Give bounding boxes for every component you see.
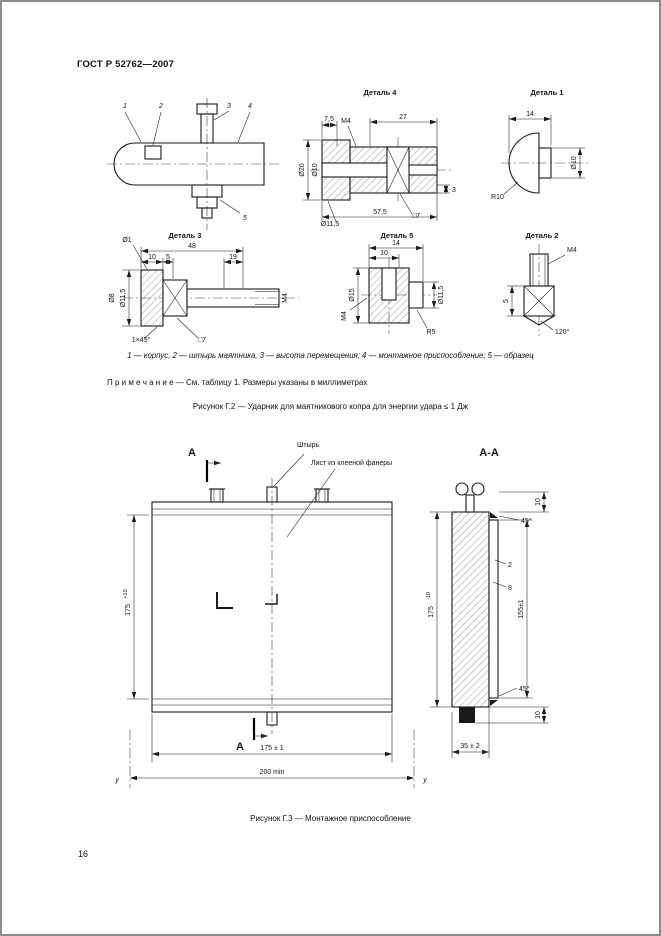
dim-m4: M4 [282, 293, 289, 303]
detail2-title: Деталь 2 [526, 231, 559, 240]
dim-7-5: 7,5 [324, 116, 334, 123]
dim-10: 10 [148, 254, 156, 261]
dim-14: 14 [392, 240, 400, 247]
detail1-geometry [501, 132, 589, 194]
callout-5: 5 [243, 215, 247, 222]
dim-3: 3 [452, 187, 456, 194]
dim-r10: R10 [491, 194, 504, 201]
figure-g3-drawing: Штырь Лист из клееной фанеры А А 175 +10… [114, 442, 549, 788]
dim-dia15: Ø15 [349, 288, 356, 301]
detail2-drawing: Деталь 2 M4 5 120° [503, 231, 577, 336]
figure-g2-legend: 1 — корпус, 2 — штырь маятника, 3 — высо… [127, 351, 534, 360]
assembly-drawing: 1 2 3 4 5 [107, 98, 279, 230]
callout-4: 4 [248, 103, 252, 110]
dim-dia1: Ø1 [122, 237, 131, 244]
dim-27: 27 [399, 114, 407, 121]
dim-35: 35 ± 2 [460, 743, 480, 750]
pin-label: Штырь [297, 442, 320, 449]
detail4-dimensions: 7,5 M4 27 Ø20 Ø10 Ø11,5 □7 3 57,5 [299, 114, 456, 228]
dim-175-section-tol: -10 [426, 592, 432, 600]
dim-dia11-5: Ø11,5 [321, 221, 340, 228]
dim-175-main-tol: +10 [123, 589, 129, 598]
dim-57-5: 57,5 [373, 209, 387, 216]
detail5-title: Деталь 5 [381, 231, 414, 240]
note-text: П р и м е ч а н и е — См. таблицу 1. Раз… [107, 378, 368, 387]
detail5-drawing: Деталь 5 14 10 Ø15 Ø11,5 M4 R5 [341, 231, 445, 336]
dim-dia10: Ø10 [312, 163, 319, 176]
detail5-dimensions: 14 10 Ø15 Ø11,5 M4 R5 [341, 240, 445, 336]
dim-dia8: Ø8 [109, 293, 116, 302]
dim-48: 48 [188, 243, 196, 250]
dim-dia10: Ø10 [571, 156, 578, 169]
mounting-fixture-front-view [151, 478, 393, 734]
detail1-drawing: Деталь 1 14 Ø10 R10 [491, 88, 589, 201]
figure-g3-caption: Рисунок Г.3 — Монтажное приспособление [250, 814, 411, 823]
dim-45-top: 45° [521, 517, 532, 525]
dim-m4: M4 [341, 118, 351, 125]
dim-155: 155±1 [518, 599, 525, 619]
dim-10: 10 [380, 250, 388, 257]
front-view-dimensions: 175 +10 175 ± 1 200 min у у [114, 514, 427, 788]
dim-dia20: Ø20 [299, 163, 306, 176]
detail3-drawing: Деталь 3 48 10 5 19 Ø1 [109, 231, 299, 344]
detail1-dimensions: 14 Ø10 R10 [491, 111, 585, 201]
detail3-title: Деталь 3 [169, 231, 202, 240]
dim-19: 19 [229, 254, 237, 261]
dim-dia11-5: Ø11,5 [438, 286, 445, 305]
detail4-title: Деталь 4 [364, 88, 398, 97]
dim-14: 14 [526, 111, 534, 118]
section-letter-bottom: А [236, 741, 244, 753]
dim-175-pm1: 175 ± 1 [260, 745, 283, 752]
dim-8: 8 [508, 585, 512, 592]
dim-200-min: 200 min [260, 769, 285, 776]
dim-r5: R5 [427, 329, 436, 336]
section-a-a-view: А-А [451, 447, 499, 723]
detail5-geometry [361, 258, 437, 334]
dim-45-bottom: 45° [519, 685, 530, 693]
callout-1: 1 [123, 103, 127, 110]
detail3-geometry [123, 269, 299, 327]
dim-m4: M4 [567, 247, 577, 254]
dim-10-top: 10 [535, 498, 542, 506]
section-title: А-А [479, 447, 499, 459]
section-letter-top: А [188, 447, 196, 459]
detail3-dimensions: 48 10 5 19 Ø1 Ø11,5 Ø8 □7 1×45° M4 [109, 237, 289, 344]
dim-175-section: 175 [428, 606, 435, 618]
dim-chamfer: 1×45° [132, 336, 151, 344]
detail4-geometry [310, 137, 452, 203]
dim-sq7: □7 [412, 213, 420, 220]
datum-y-left: у [114, 777, 119, 784]
figure-g2-caption: Рисунок Г.2 — Ударник для маятникового к… [192, 402, 469, 411]
dim-5: 5 [166, 254, 170, 261]
dim-5: 5 [503, 299, 510, 303]
detail1-title: Деталь 1 [531, 88, 564, 97]
detail2-dimensions: M4 5 120° [503, 247, 577, 336]
front-view-labels: Штырь Лист из клееной фанеры А А [188, 442, 392, 753]
dim-175-main: 175 [125, 604, 132, 616]
dim-120: 120° [555, 328, 570, 336]
page-header: ГОСТ Р 52762—2007 [77, 59, 175, 70]
dim-2: 2 [508, 562, 512, 569]
page-number: 16 [78, 849, 89, 859]
assembly-callouts: 1 2 3 4 5 [123, 103, 252, 222]
dim-dia11-5: Ø11,5 [120, 289, 127, 308]
detail2-geometry [522, 244, 556, 336]
dim-10-bottom: 10 [535, 711, 542, 719]
callout-2: 2 [158, 103, 163, 110]
datum-y-right: у [422, 777, 427, 784]
detail4-drawing: Деталь 4 7,5 M4 27 Ø20 Ø10 Ø11 [299, 88, 456, 228]
plywood-sheet-label: Лист из клееной фанеры [311, 459, 392, 467]
assembly-geometry [107, 98, 279, 230]
dim-m4: M4 [341, 311, 348, 321]
dim-sq7: □7 [198, 337, 206, 344]
section-dimensions: 45° 45° 2 8 155±1 175 -10 10 10 35 ± 2 [426, 491, 549, 758]
callout-3: 3 [227, 103, 231, 110]
